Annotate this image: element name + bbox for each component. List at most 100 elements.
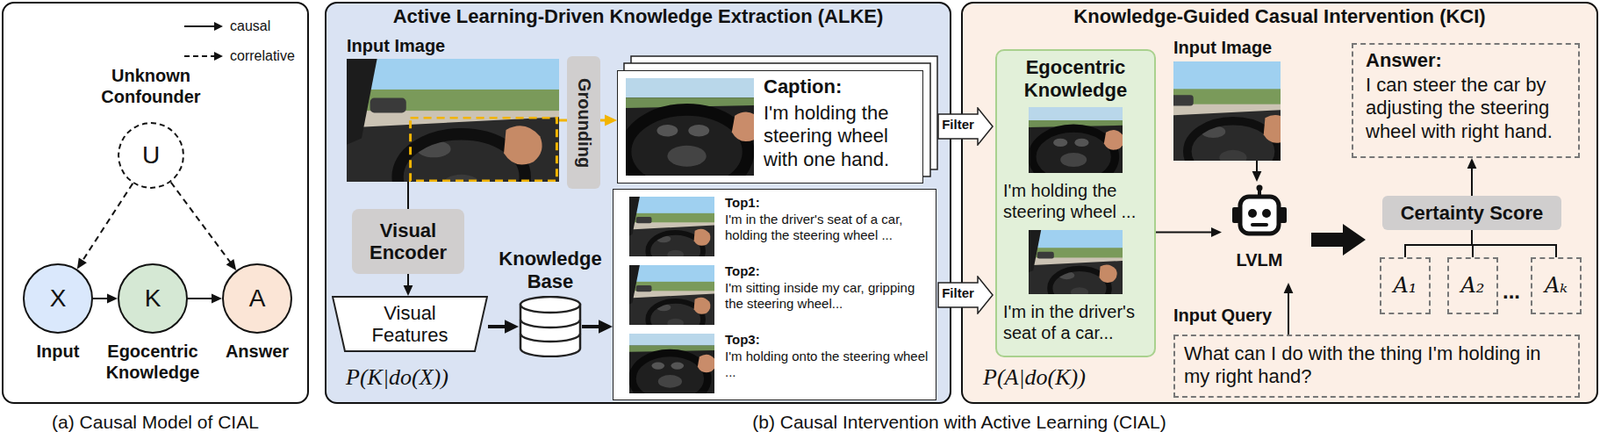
shape-outline	[518, 295, 582, 358]
connector	[1284, 282, 1294, 335]
connector-line	[1471, 229, 1557, 258]
arrowhead	[211, 294, 223, 304]
connector-line	[187, 297, 214, 300]
feature-trapezoid: Visual Features	[331, 295, 488, 352]
database-heading: Knowledge Base	[487, 247, 613, 295]
connector-line	[1255, 160, 1258, 173]
box-label: Visual Encoder	[351, 219, 465, 265]
retrieved-caption: I'm holding onto the steering wheel ...	[724, 348, 933, 381]
connector-line	[93, 297, 109, 300]
image-heading: Input Image	[346, 35, 540, 57]
answer-candidate: Aₖ	[1530, 257, 1582, 315]
variable-circle: KEgocentric Knowledge	[117, 263, 188, 334]
rank-label: Top2:	[724, 263, 933, 280]
variable-letter: U	[142, 141, 160, 170]
illustration	[346, 58, 560, 182]
formula: P(A|do(K))	[982, 363, 1177, 391]
illustration	[1028, 229, 1123, 295]
box-label: Certainty Score	[1400, 201, 1544, 224]
knowledge-text: I'm holding the steering wheel ...	[1003, 179, 1151, 223]
answer-candidate: A₁	[1379, 257, 1431, 315]
illustration-use	[629, 196, 715, 257]
panel-caption: (a) Causal Model of CIAL	[1, 410, 309, 433]
illustration	[629, 196, 715, 257]
illustration-use	[629, 265, 715, 325]
illustration	[629, 333, 715, 394]
process-box: Visual Encoder	[351, 208, 465, 274]
circle-label: Input	[5, 340, 111, 362]
model-icon: LVLM	[1221, 181, 1298, 283]
cylinder-ring	[520, 319, 581, 328]
connector	[93, 294, 118, 304]
filter-arrow: Filter	[937, 275, 994, 315]
arrowhead	[1252, 171, 1263, 182]
illustration	[625, 78, 754, 176]
rank-label: Top3:	[724, 331, 933, 348]
connector	[559, 120, 567, 122]
arrowhead	[1467, 157, 1478, 169]
connector-line	[559, 119, 567, 122]
arrowhead	[226, 258, 237, 271]
query-box: What can I do with the thing I'm holding…	[1173, 334, 1580, 398]
connector	[171, 182, 237, 271]
illustration-use	[1028, 107, 1123, 173]
arrowhead	[403, 285, 414, 296]
connector-line	[407, 273, 409, 287]
thick-arrow	[1311, 223, 1366, 256]
image-frame: Input Image	[1173, 61, 1281, 161]
trapezoid-outline	[332, 296, 488, 352]
legend-sample-head	[214, 21, 223, 31]
answer-box: Answer:I can steer the car by adjusting …	[1351, 43, 1580, 158]
retrieved-caption: I'm in the driver's seat of a car, holdi…	[724, 211, 933, 244]
illustration	[1228, 184, 1291, 243]
cylinder-top	[520, 296, 581, 313]
legend-text: correlative	[229, 47, 295, 65]
illustration-use	[1232, 185, 1287, 235]
legend-text: causal	[229, 17, 271, 35]
variable-letter: A	[249, 284, 266, 313]
illustration	[629, 265, 715, 325]
box-heading: Egocentric Knowledge	[997, 56, 1155, 103]
query-text: What can I do with the thing I'm holding…	[1183, 342, 1571, 389]
input-label: Input Query	[1173, 304, 1272, 326]
process-box: Certainty Score	[1382, 195, 1562, 230]
image-heading: Input Image	[1173, 36, 1323, 58]
connector-line	[487, 324, 507, 329]
connector-line	[407, 181, 409, 209]
connector	[408, 181, 409, 209]
filter-outline	[938, 107, 993, 145]
image-frame: Input Image	[346, 58, 560, 182]
connector	[600, 114, 618, 126]
illustration-use	[1028, 229, 1123, 295]
illustration	[1028, 107, 1123, 173]
connector-line	[171, 182, 231, 264]
cylinder-ring	[520, 333, 581, 342]
circle-label: Egocentric Knowledge	[91, 340, 215, 383]
caption-card: Caption:I'm holding the steering wheel w…	[617, 70, 924, 184]
illustration	[1173, 61, 1281, 161]
filter-outline	[938, 276, 993, 314]
answer-candidate: A₂	[1447, 257, 1499, 315]
panel-ground	[1, 1, 309, 404]
vertical-label: Grounding	[573, 77, 595, 167]
arrowhead	[604, 114, 618, 126]
legend-sample-head	[214, 51, 223, 61]
legend-sample	[184, 55, 215, 58]
variable-letter: K	[144, 284, 162, 313]
connector	[1405, 229, 1472, 258]
panel-title: Active Learning-Driven Knowledge Extract…	[324, 5, 952, 29]
connector	[1155, 227, 1222, 237]
retrieval-box: Top1:I'm in the driver's seat of a car, …	[612, 188, 937, 401]
illustration-use	[410, 117, 558, 181]
ellipsis-label: ...	[1502, 279, 1521, 305]
panel-ground	[961, 1, 1599, 404]
illustration-use	[346, 58, 560, 182]
arrowhead	[1211, 227, 1222, 237]
candidate-label: A₂	[1461, 273, 1486, 299]
figure-caption: (b) Causal Intervention with Active Lear…	[324, 410, 1594, 433]
candidate-label: Aₖ	[1544, 273, 1568, 299]
candidate-label: A₁	[1393, 273, 1418, 299]
filter-label: Filter	[938, 285, 978, 302]
filter-label: Filter	[938, 116, 978, 133]
